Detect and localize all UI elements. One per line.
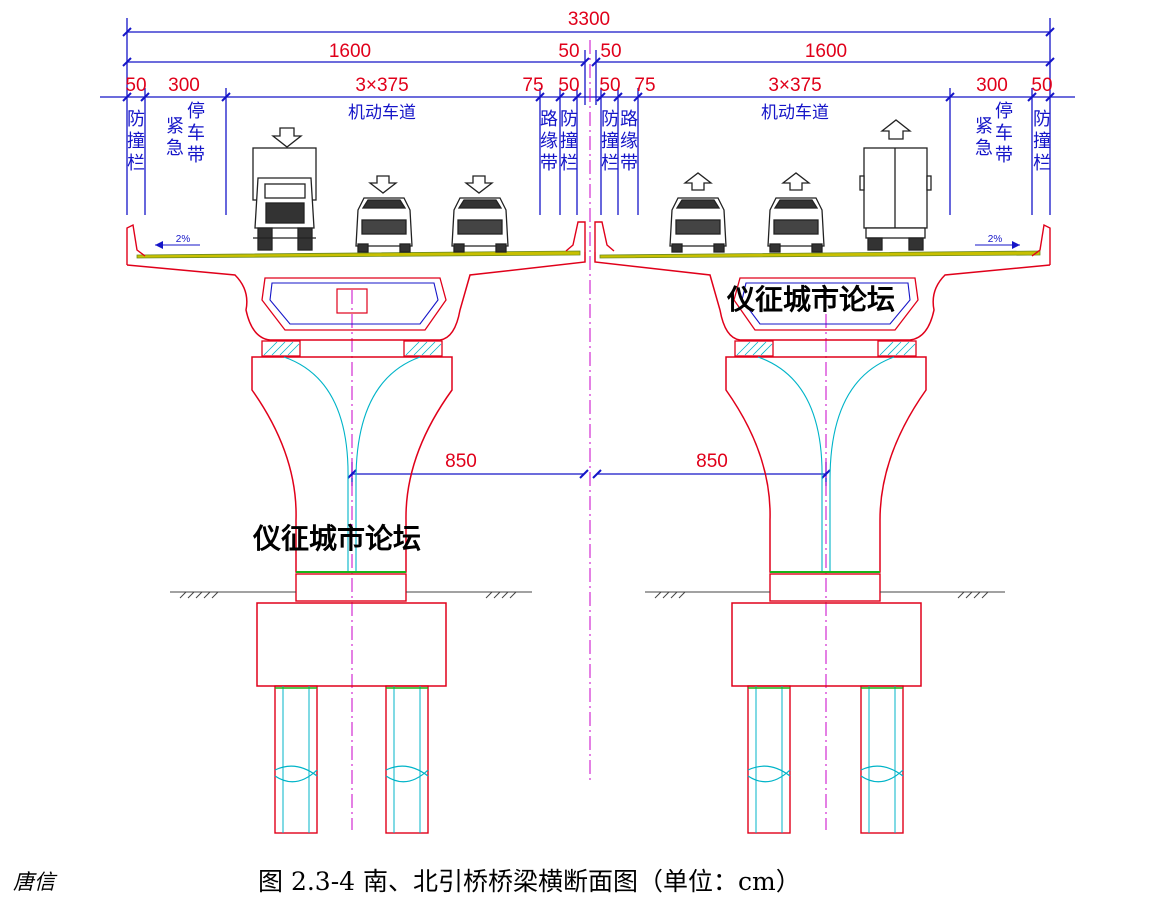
right-box-cell-outer <box>733 277 919 331</box>
truck-icon-right <box>859 147 932 251</box>
right-box-girder <box>594 252 1051 341</box>
arrow-up-icon <box>683 172 713 191</box>
arrow-up-icon <box>781 172 811 191</box>
dim-left-marker: 75 <box>522 75 543 96</box>
right-pier-base <box>769 573 881 602</box>
car-icon-left-1 <box>355 197 413 253</box>
car-icon-right-1 <box>669 197 727 253</box>
label-shoulder-right-b: 停车带 <box>995 101 1013 165</box>
label-lanes-right: 机动车道 <box>761 103 829 122</box>
right-inner-barrier <box>594 221 615 252</box>
right-box-cell-inner <box>741 282 911 325</box>
dim-half-right: 1600 <box>805 41 847 62</box>
arrow-down-icon <box>368 175 398 194</box>
car-icon-left-2 <box>451 197 509 253</box>
left-access-hole <box>336 288 368 314</box>
label-barrier-right-outer: 防撞栏 <box>1033 109 1051 173</box>
vehicles <box>252 147 932 253</box>
left-box-cell-inner <box>269 282 439 325</box>
dim-pier-offset-right: 850 <box>696 451 728 472</box>
left-pile-cap <box>256 602 447 687</box>
dim-half-left: 1600 <box>329 41 371 62</box>
label-marker-right: 路缘带 <box>620 109 638 173</box>
figure-caption: 图 2.3-4 南、北引桥桥梁横断面图（单位：cm） <box>258 867 801 896</box>
label-shoulder-left-a: 紧急 <box>166 116 184 158</box>
label-slope-right: 2% <box>988 234 1003 245</box>
left-outer-barrier <box>126 223 146 265</box>
dimension-lines <box>100 18 1075 486</box>
label-lanes-left: 机动车道 <box>348 103 416 122</box>
left-bridge: 2% <box>126 221 586 834</box>
dim-left-inner-rail: 50 <box>558 75 579 96</box>
dim-pier-offset-left: 850 <box>445 451 477 472</box>
label-slope-left: 2% <box>176 234 191 245</box>
label-shoulder-right-a: 紧急 <box>975 116 993 158</box>
label-barrier-left-inner: 防撞栏 <box>560 109 578 173</box>
dim-left-lanes: 3×375 <box>355 75 408 96</box>
right-pile-cap <box>731 602 922 687</box>
arrow-down-icon <box>464 175 494 194</box>
left-pier-base <box>295 573 407 602</box>
signature: 唐信 <box>13 870 58 894</box>
dim-left-shoulder: 300 <box>168 75 200 96</box>
truck-icon-left <box>252 147 317 251</box>
arrow-up-icon <box>880 119 912 140</box>
dim-left-outer-rail: 50 <box>125 75 146 96</box>
dimension-ticks <box>122 27 1055 479</box>
left-deck-pavement <box>136 250 581 259</box>
right-bridge: 2% <box>594 221 1051 834</box>
dim-total: 3300 <box>568 9 610 30</box>
dim-right-lanes: 3×375 <box>768 75 821 96</box>
left-box-girder <box>126 252 586 341</box>
left-box-cell-outer <box>261 277 447 331</box>
left-pile-1 <box>274 685 318 834</box>
direction-arrows <box>271 119 912 194</box>
label-marker-left: 路缘带 <box>540 109 558 173</box>
left-inner-barrier <box>565 221 586 252</box>
right-deck-pavement <box>599 250 1041 259</box>
centerlines <box>351 40 827 830</box>
left-pile-2 <box>385 685 429 834</box>
right-pile-2 <box>860 685 904 834</box>
dim-center-left: 50 <box>558 41 579 62</box>
car-icon-right-2 <box>767 197 825 253</box>
label-barrier-left-outer: 防撞栏 <box>127 109 145 173</box>
dim-right-shoulder: 300 <box>976 75 1008 96</box>
right-outer-barrier <box>1031 223 1051 265</box>
arrow-down-icon <box>271 127 303 148</box>
dim-center-right: 50 <box>600 41 621 62</box>
label-barrier-right-inner: 防撞栏 <box>601 109 619 173</box>
dim-right-inner-rail: 50 <box>599 75 620 96</box>
label-shoulder-left-b: 停车带 <box>187 101 205 165</box>
dim-right-marker: 75 <box>634 75 655 96</box>
dim-right-outer-rail: 50 <box>1031 75 1052 96</box>
watermark-bottom: 仪征城市论坛 <box>252 522 421 555</box>
watermark-top: 仪征城市论坛 <box>726 283 895 316</box>
right-pile-1 <box>747 685 791 834</box>
